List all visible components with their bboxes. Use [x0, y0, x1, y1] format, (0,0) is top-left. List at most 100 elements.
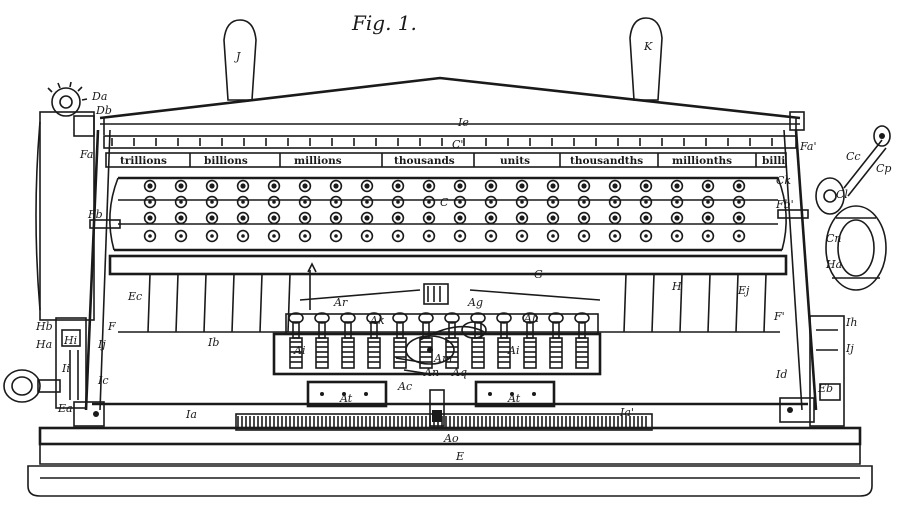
dial-center — [613, 200, 617, 204]
dial-ring — [515, 179, 529, 193]
dial-center — [365, 200, 369, 204]
dial-center — [582, 200, 586, 204]
dial-ring — [546, 195, 560, 209]
callout-ar: Ar — [333, 296, 348, 309]
dial-center — [396, 234, 400, 238]
dial-ring — [329, 195, 343, 209]
dial-center — [334, 200, 338, 204]
dial-center — [303, 200, 307, 204]
left-gear-assembly — [35, 81, 95, 321]
key-stem — [448, 321, 456, 339]
scale-label-thousandths: thousandths — [570, 155, 643, 167]
register-cylinder — [89, 176, 809, 252]
dial — [732, 179, 746, 193]
key-slot — [549, 337, 563, 369]
dial-ring — [422, 195, 436, 209]
dial-ring — [422, 179, 436, 193]
dial-ring — [639, 229, 653, 243]
dial — [453, 229, 467, 243]
dial — [608, 179, 622, 193]
central-bridge — [299, 262, 601, 310]
dial-center — [147, 215, 153, 221]
dial-center — [426, 215, 432, 221]
key-cap — [314, 312, 330, 324]
dial-ring — [329, 179, 343, 193]
dial — [701, 229, 715, 243]
scale-label-millions: millions — [294, 155, 342, 167]
key — [366, 312, 382, 369]
key — [340, 312, 356, 369]
dial — [484, 195, 498, 209]
callout-ij-right: Ij — [845, 342, 854, 355]
dial — [174, 211, 188, 225]
dial — [205, 229, 219, 243]
dial-center — [519, 215, 525, 221]
dial-center — [179, 234, 183, 238]
dial — [701, 179, 715, 193]
dial-ring — [732, 195, 746, 209]
dial-center — [737, 234, 741, 238]
handle-k — [629, 17, 663, 101]
dial-ring — [701, 211, 715, 225]
callout-cp: Cp — [876, 162, 891, 175]
dial — [577, 195, 591, 209]
dial — [391, 229, 405, 243]
key-stem — [578, 321, 586, 339]
dial-ring — [670, 229, 684, 243]
dial-center — [364, 215, 370, 221]
callout-ea: Ea — [57, 402, 73, 415]
dial-center — [737, 200, 741, 204]
callout-hi: Hi — [63, 334, 77, 347]
dial-center — [520, 234, 524, 238]
callout-aq: Aq — [451, 366, 467, 379]
scale-label-thousands: thousands — [394, 155, 455, 167]
dial-ring — [391, 211, 405, 225]
dial-center — [458, 234, 462, 238]
key-cap — [574, 312, 590, 324]
callout-ib: Ib — [207, 336, 219, 349]
dial — [484, 211, 498, 225]
dial — [329, 229, 343, 243]
dial-center — [302, 183, 308, 189]
callout-ai-right: Ai — [507, 344, 519, 357]
dial-ring — [174, 195, 188, 209]
dial-ring — [267, 229, 281, 243]
dial — [577, 179, 591, 193]
dial — [639, 179, 653, 193]
dial-ring — [143, 211, 157, 225]
key-cap — [522, 312, 538, 324]
dial — [298, 179, 312, 193]
key-cap — [288, 312, 304, 324]
dial-center — [705, 215, 711, 221]
callout-f: F — [107, 320, 116, 333]
rack-rod — [763, 273, 767, 333]
dial-ring — [298, 229, 312, 243]
callout-f-prime: F' — [773, 310, 785, 323]
dial-ring — [391, 229, 405, 243]
dial-center — [333, 215, 339, 221]
dial-ring — [360, 211, 374, 225]
callout-ck: Ck — [776, 174, 791, 187]
plate-hole — [320, 392, 324, 396]
dial-center — [644, 200, 648, 204]
dial-ring — [515, 229, 529, 243]
center-post — [429, 389, 445, 427]
dial-ring — [205, 229, 219, 243]
dial-ring — [639, 195, 653, 209]
rack-rod — [175, 273, 179, 333]
dial-ring — [515, 211, 529, 225]
key-plate-left — [306, 380, 388, 408]
key-cap — [444, 312, 460, 324]
dial — [143, 211, 157, 225]
dial-center — [736, 215, 742, 221]
dial-ring — [143, 195, 157, 209]
key-stem — [318, 321, 326, 339]
dial-ring — [732, 211, 746, 225]
dial-center — [271, 183, 277, 189]
dial-ring — [422, 229, 436, 243]
dial — [298, 195, 312, 209]
dial-center — [395, 215, 401, 221]
dial — [422, 195, 436, 209]
dial-ring — [267, 211, 281, 225]
dial — [546, 179, 560, 193]
